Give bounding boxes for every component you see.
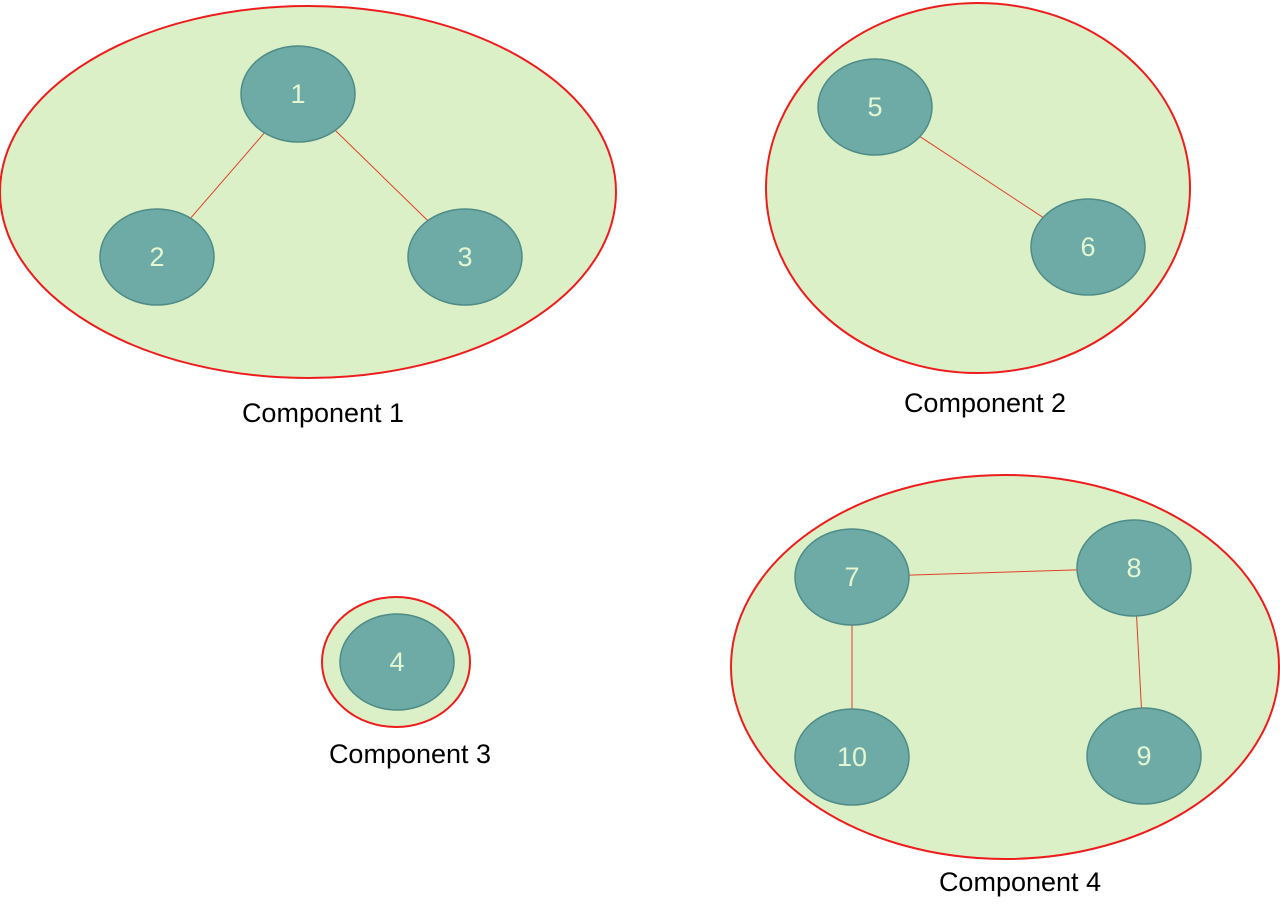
component-label-1: Component 1	[242, 398, 404, 428]
node-1: 1	[240, 45, 356, 143]
node-label-9: 9	[1136, 741, 1151, 771]
node-label-10: 10	[837, 742, 867, 772]
component-region-4	[730, 474, 1280, 860]
node-circle-6	[1030, 198, 1146, 296]
node-label-8: 8	[1126, 553, 1141, 583]
node-label-2: 2	[149, 242, 164, 272]
edge-1-3	[334, 129, 429, 222]
node-label-4: 4	[389, 647, 404, 677]
component-label-3: Component 3	[329, 739, 491, 769]
edge-8-9	[1136, 615, 1142, 709]
node-circle-3	[407, 208, 523, 306]
node-5: 5	[817, 58, 933, 156]
node-label-7: 7	[844, 562, 859, 592]
edges-layer	[190, 129, 1142, 709]
edge-1-2	[190, 132, 265, 219]
node-circle-5	[817, 58, 933, 156]
component-region-2	[765, 2, 1191, 374]
node-circle-10	[794, 708, 910, 806]
node-3: 3	[407, 208, 523, 306]
node-circle-9	[1086, 707, 1202, 805]
nodes-layer: 1 2 3 4 5 6 7 8 9 10	[99, 45, 1202, 806]
node-10: 10	[794, 708, 910, 806]
node-circle-4	[339, 613, 455, 711]
node-circle-1	[240, 45, 356, 143]
node-7: 7	[794, 528, 910, 626]
component-label-2: Component 2	[904, 388, 1066, 418]
node-2: 2	[99, 208, 215, 306]
node-circle-8	[1076, 519, 1192, 617]
node-8: 8	[1076, 519, 1192, 617]
node-label-3: 3	[457, 242, 472, 272]
node-label-1: 1	[290, 79, 305, 109]
components-layer	[0, 2, 1280, 860]
node-4: 4	[339, 613, 455, 711]
node-label-6: 6	[1080, 232, 1095, 262]
node-9: 9	[1086, 707, 1202, 805]
node-6: 6	[1030, 198, 1146, 296]
node-circle-2	[99, 208, 215, 306]
component-labels-layer: Component 1 Component 2 Component 3 Compone…	[242, 388, 1101, 897]
component-label-4: Component 4	[939, 867, 1101, 897]
node-label-5: 5	[867, 92, 882, 122]
edge-5-6	[919, 136, 1044, 218]
edge-7-8	[908, 569, 1078, 576]
node-circle-7	[794, 528, 910, 626]
